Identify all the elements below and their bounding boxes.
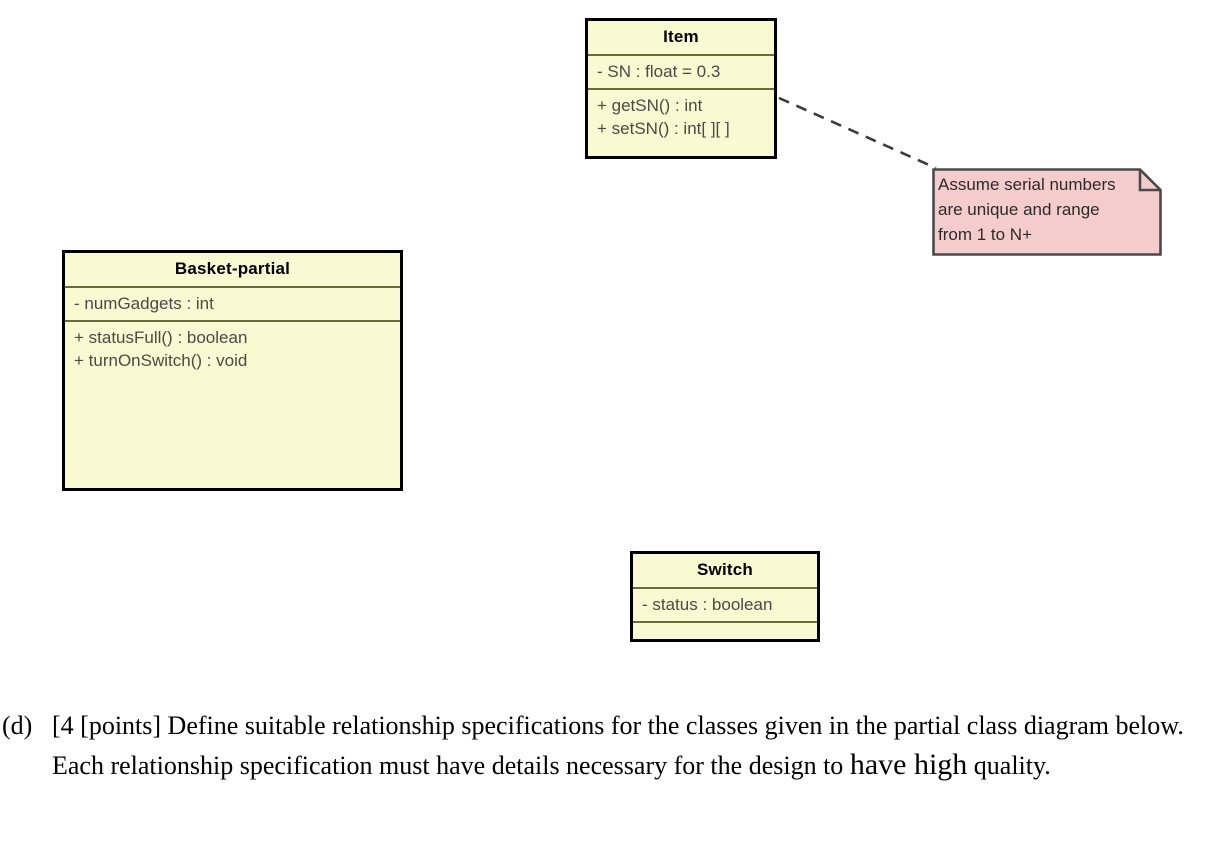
class-name-basket-partial: Basket-partial bbox=[174, 259, 291, 278]
class-attribute: - SN : float = 0.3 bbox=[597, 62, 721, 81]
class-attributes-basket-partial: - numGadgets : int bbox=[65, 286, 400, 320]
uml-diagram-canvas: Item - SN : float = 0.3 + getSN() : int … bbox=[62, 18, 1162, 642]
question-row: (d) [4 [points] Define suitable relation… bbox=[0, 706, 1231, 785]
uml-class-basket-partial[interactable]: Basket-partial - numGadgets : int + stat… bbox=[62, 250, 403, 491]
class-operation: + setSN() : int[ ][ ] bbox=[597, 119, 730, 138]
class-operations-item: + getSN() : int + setSN() : int[ ][ ] bbox=[588, 88, 774, 145]
class-operations-basket-partial: + statusFull() : boolean + turnOnSwitch(… bbox=[65, 320, 400, 475]
class-attribute: - status : boolean bbox=[642, 595, 773, 614]
question-block: (d) [4 [points] Define suitable relation… bbox=[0, 706, 1231, 785]
class-operations-switch bbox=[633, 621, 817, 638]
class-name-item: Item bbox=[663, 27, 699, 46]
note-text: Assume serial numbers are unique and ran… bbox=[938, 175, 1116, 244]
class-attributes-switch: - status : boolean bbox=[633, 587, 817, 621]
class-operation: + statusFull() : boolean bbox=[74, 328, 248, 347]
uml-class-item[interactable]: Item - SN : float = 0.3 + getSN() : int … bbox=[585, 18, 777, 159]
uml-class-switch[interactable]: Switch - status : boolean bbox=[630, 551, 820, 642]
question-label: (d) bbox=[2, 711, 33, 740]
uml-note-serial-numbers[interactable]: Assume serial numbers are unique and ran… bbox=[932, 168, 1162, 256]
class-attributes-item: - SN : float = 0.3 bbox=[588, 54, 774, 88]
question-body: [4 [points] Define suitable relationship… bbox=[52, 706, 1200, 785]
class-operation: + getSN() : int bbox=[597, 96, 703, 115]
class-operation: + turnOnSwitch() : void bbox=[74, 351, 248, 370]
class-attribute: - numGadgets : int bbox=[74, 294, 214, 313]
class-name-switch: Switch bbox=[697, 560, 753, 579]
question-text-part-1: [4 [points] Define suitable relationship… bbox=[52, 711, 1184, 780]
note-shape-with-folded-corner bbox=[932, 168, 1162, 256]
question-text-emphasis: have high bbox=[849, 748, 968, 781]
question-text-part-2: quality. bbox=[967, 751, 1051, 780]
